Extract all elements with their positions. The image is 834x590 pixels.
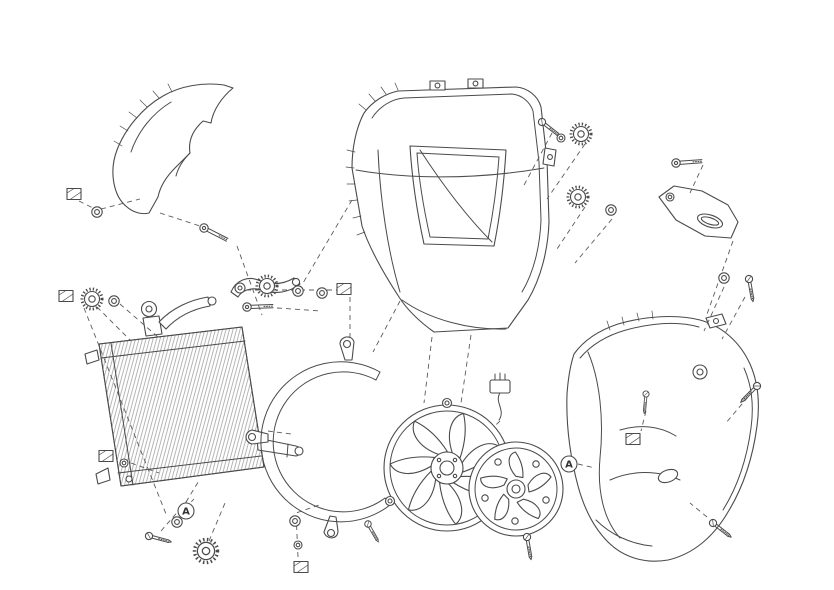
radiator-mount-tab [84,349,100,365]
washer [718,272,730,284]
callout-a-right-label: A [565,460,573,471]
bolt [670,156,703,169]
washer [171,516,183,528]
radiator [84,296,304,487]
rubber-grommet [569,122,593,146]
callout-a-right: A [560,455,578,473]
rubber-grommet [192,537,220,565]
side-panel [566,310,759,562]
washer [293,540,303,550]
washer [289,515,301,527]
reference-tag [625,432,641,446]
radiator-mount-tab [95,467,111,485]
callout-a-left-label: A [182,507,190,518]
reference-tag [66,187,82,201]
washer [605,204,617,216]
support-bracket [658,185,739,239]
radiator-hose [158,296,211,330]
frame-bracket [112,83,234,215]
washer [91,206,103,218]
washer [556,133,566,143]
rubber-grommet [80,287,104,311]
screw [363,519,382,545]
fan-cover-disc [468,441,564,537]
bolt [242,301,274,312]
callout-a-left: A [177,502,195,520]
reference-tag [58,289,74,303]
wiring-connector [489,372,511,421]
washer [316,287,328,299]
bolt [197,221,230,245]
washer [292,285,304,297]
reference-tag [336,282,352,296]
filler-neck [142,315,163,337]
washer [108,295,120,307]
reference-tag [98,449,114,463]
washer [119,458,129,468]
air-conveyor-shroud [345,78,557,333]
rubber-grommet [255,274,279,298]
rubber-grommet [566,185,590,209]
reference-tag [293,560,309,574]
screw [144,531,173,546]
fan-mounting-ring [245,336,391,539]
screw [522,532,536,561]
screw [744,274,758,303]
